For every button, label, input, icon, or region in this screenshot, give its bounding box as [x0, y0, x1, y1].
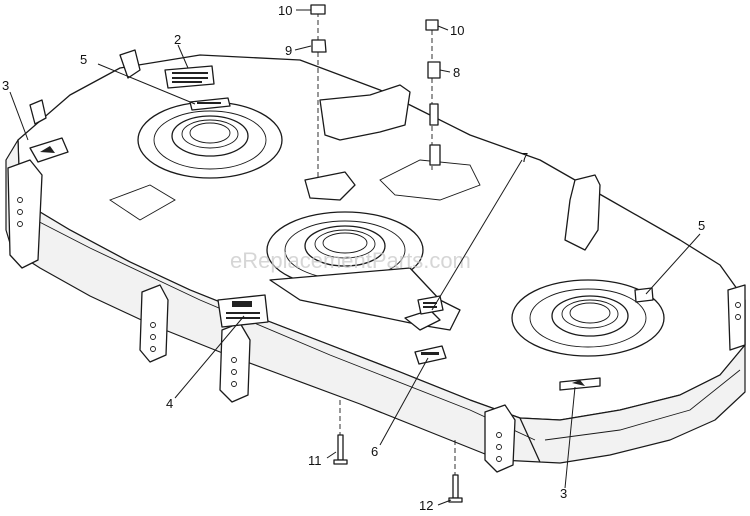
callout-7: 7: [521, 150, 528, 165]
callout-3-left: 3: [2, 78, 9, 93]
leader-lines: [9, 9, 701, 506]
spindle-right: [511, 279, 665, 357]
callout-3-bottom: 3: [560, 486, 567, 501]
spindle-left: [137, 101, 283, 179]
callout-9: 9: [285, 43, 292, 58]
callout-5-left: 5: [80, 52, 87, 67]
watermark: eReplacementParts.com: [230, 248, 471, 273]
callout-10-right: 10: [450, 23, 464, 38]
spindle-center: [266, 211, 424, 289]
callout-12: 12: [419, 498, 433, 513]
hardware-bottom: [333, 400, 463, 503]
callout-10-left: 10: [278, 3, 292, 18]
callout-4: 4: [166, 396, 173, 411]
callout-labels: 2 3 3 4 5 5 6 7 8 9 10 10 11 12: [2, 3, 705, 513]
rear-brackets: [29, 49, 601, 251]
callout-2: 2: [174, 32, 181, 47]
callout-6: 6: [371, 444, 378, 459]
callout-8: 8: [453, 65, 460, 80]
decals: [29, 65, 654, 391]
front-brackets: [7, 159, 746, 473]
hardware-top: [304, 4, 441, 201]
callout-11: 11: [308, 453, 322, 468]
callout-5-right: 5: [698, 218, 705, 233]
